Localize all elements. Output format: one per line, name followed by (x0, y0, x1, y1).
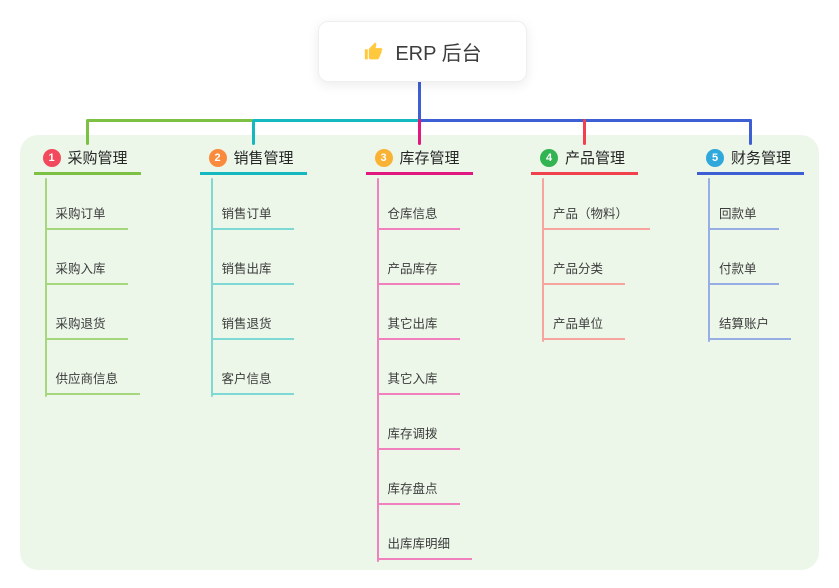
child-label: 产品（物料） (553, 207, 629, 221)
branch-drop-line (85, 119, 89, 145)
child-label: 销售退货 (221, 317, 272, 331)
child-label: 销售出库 (221, 262, 272, 276)
child-node[interactable]: 销售退货 (210, 310, 294, 340)
child-node[interactable]: 销售出库 (210, 255, 294, 285)
child-node[interactable]: 付款单 (708, 255, 779, 285)
child-label: 其它入库 (387, 372, 438, 386)
child-label: 采购退货 (55, 317, 106, 331)
child-node[interactable]: 供应商信息 (44, 365, 141, 395)
child-node[interactable]: 结算账户 (708, 310, 792, 340)
thumbs-up-icon (363, 41, 385, 63)
child-label: 付款单 (719, 262, 757, 276)
branch-node[interactable]: 5 财务管理 (697, 143, 804, 175)
child-label: 销售订单 (221, 207, 272, 221)
branch-node[interactable]: 2 销售管理 (199, 143, 307, 175)
branch-title: 产品管理 (565, 150, 626, 167)
child-node[interactable]: 出库库明细 (376, 530, 473, 560)
child-label: 产品分类 (553, 262, 604, 276)
child-label: 结算账户 (719, 317, 770, 331)
branch-title: 销售管理 (233, 150, 294, 167)
branch-vertical-line (376, 178, 379, 562)
child-node[interactable]: 采购退货 (44, 310, 128, 340)
child-label: 客户信息 (221, 372, 272, 386)
branch-vertical-line (44, 178, 47, 397)
child-node[interactable]: 销售订单 (210, 200, 294, 230)
child-node[interactable]: 产品（物料） (542, 200, 651, 230)
branch-drop-line (749, 119, 752, 145)
child-label: 其它出库 (387, 317, 438, 331)
child-label: 回款单 (719, 207, 757, 221)
branches-panel (20, 135, 819, 570)
branch-drop-line (583, 119, 586, 145)
child-node[interactable]: 回款单 (708, 200, 779, 230)
branch-vertical-line (708, 178, 710, 342)
branch-vertical-line (210, 178, 213, 397)
child-node[interactable]: 采购订单 (44, 200, 128, 230)
child-node[interactable]: 客户信息 (210, 365, 294, 395)
child-node[interactable]: 产品库存 (376, 255, 460, 285)
child-node[interactable]: 其它入库 (376, 365, 460, 395)
child-node[interactable]: 库存调拨 (376, 420, 460, 450)
child-label: 库存调拨 (387, 427, 438, 441)
child-node[interactable]: 其它出库 (376, 310, 460, 340)
branch-title: 采购管理 (67, 150, 128, 167)
branch-node[interactable]: 4 产品管理 (531, 143, 638, 175)
child-label: 产品单位 (553, 317, 604, 331)
child-node[interactable]: 采购入库 (44, 255, 128, 285)
child-label: 采购入库 (55, 262, 106, 276)
root-node[interactable]: ERP 后台 (318, 21, 527, 82)
child-label: 产品库存 (387, 262, 438, 276)
branch-vertical-line (542, 178, 544, 342)
branch-number-badge: 4 (540, 148, 558, 167)
branch-number-badge: 1 (42, 148, 61, 167)
branch-title: 财务管理 (731, 150, 792, 167)
child-label: 采购订单 (55, 207, 106, 221)
branch-title: 库存管理 (399, 150, 460, 167)
branch-drop-line (417, 119, 421, 145)
child-node[interactable]: 仓库信息 (376, 200, 460, 230)
child-node[interactable]: 产品单位 (542, 310, 626, 340)
branch-number-badge: 2 (208, 148, 227, 167)
branch-node[interactable]: 3 库存管理 (365, 143, 473, 175)
child-label: 库存盘点 (387, 482, 438, 496)
branch-number-badge: 5 (706, 148, 724, 167)
child-node[interactable]: 产品分类 (542, 255, 626, 285)
bus-segment-left (87, 119, 253, 122)
branch-node[interactable]: 1 采购管理 (33, 143, 141, 175)
root-title: ERP 后台 (395, 43, 482, 65)
child-label: 仓库信息 (387, 207, 438, 221)
child-node[interactable]: 库存盘点 (376, 475, 460, 505)
root-connector-line (417, 80, 421, 122)
branch-number-badge: 3 (374, 148, 393, 167)
bus-segment-middle (253, 119, 419, 122)
child-label: 供应商信息 (55, 372, 119, 386)
branch-drop-line (251, 119, 255, 145)
child-label: 出库库明细 (387, 537, 451, 551)
